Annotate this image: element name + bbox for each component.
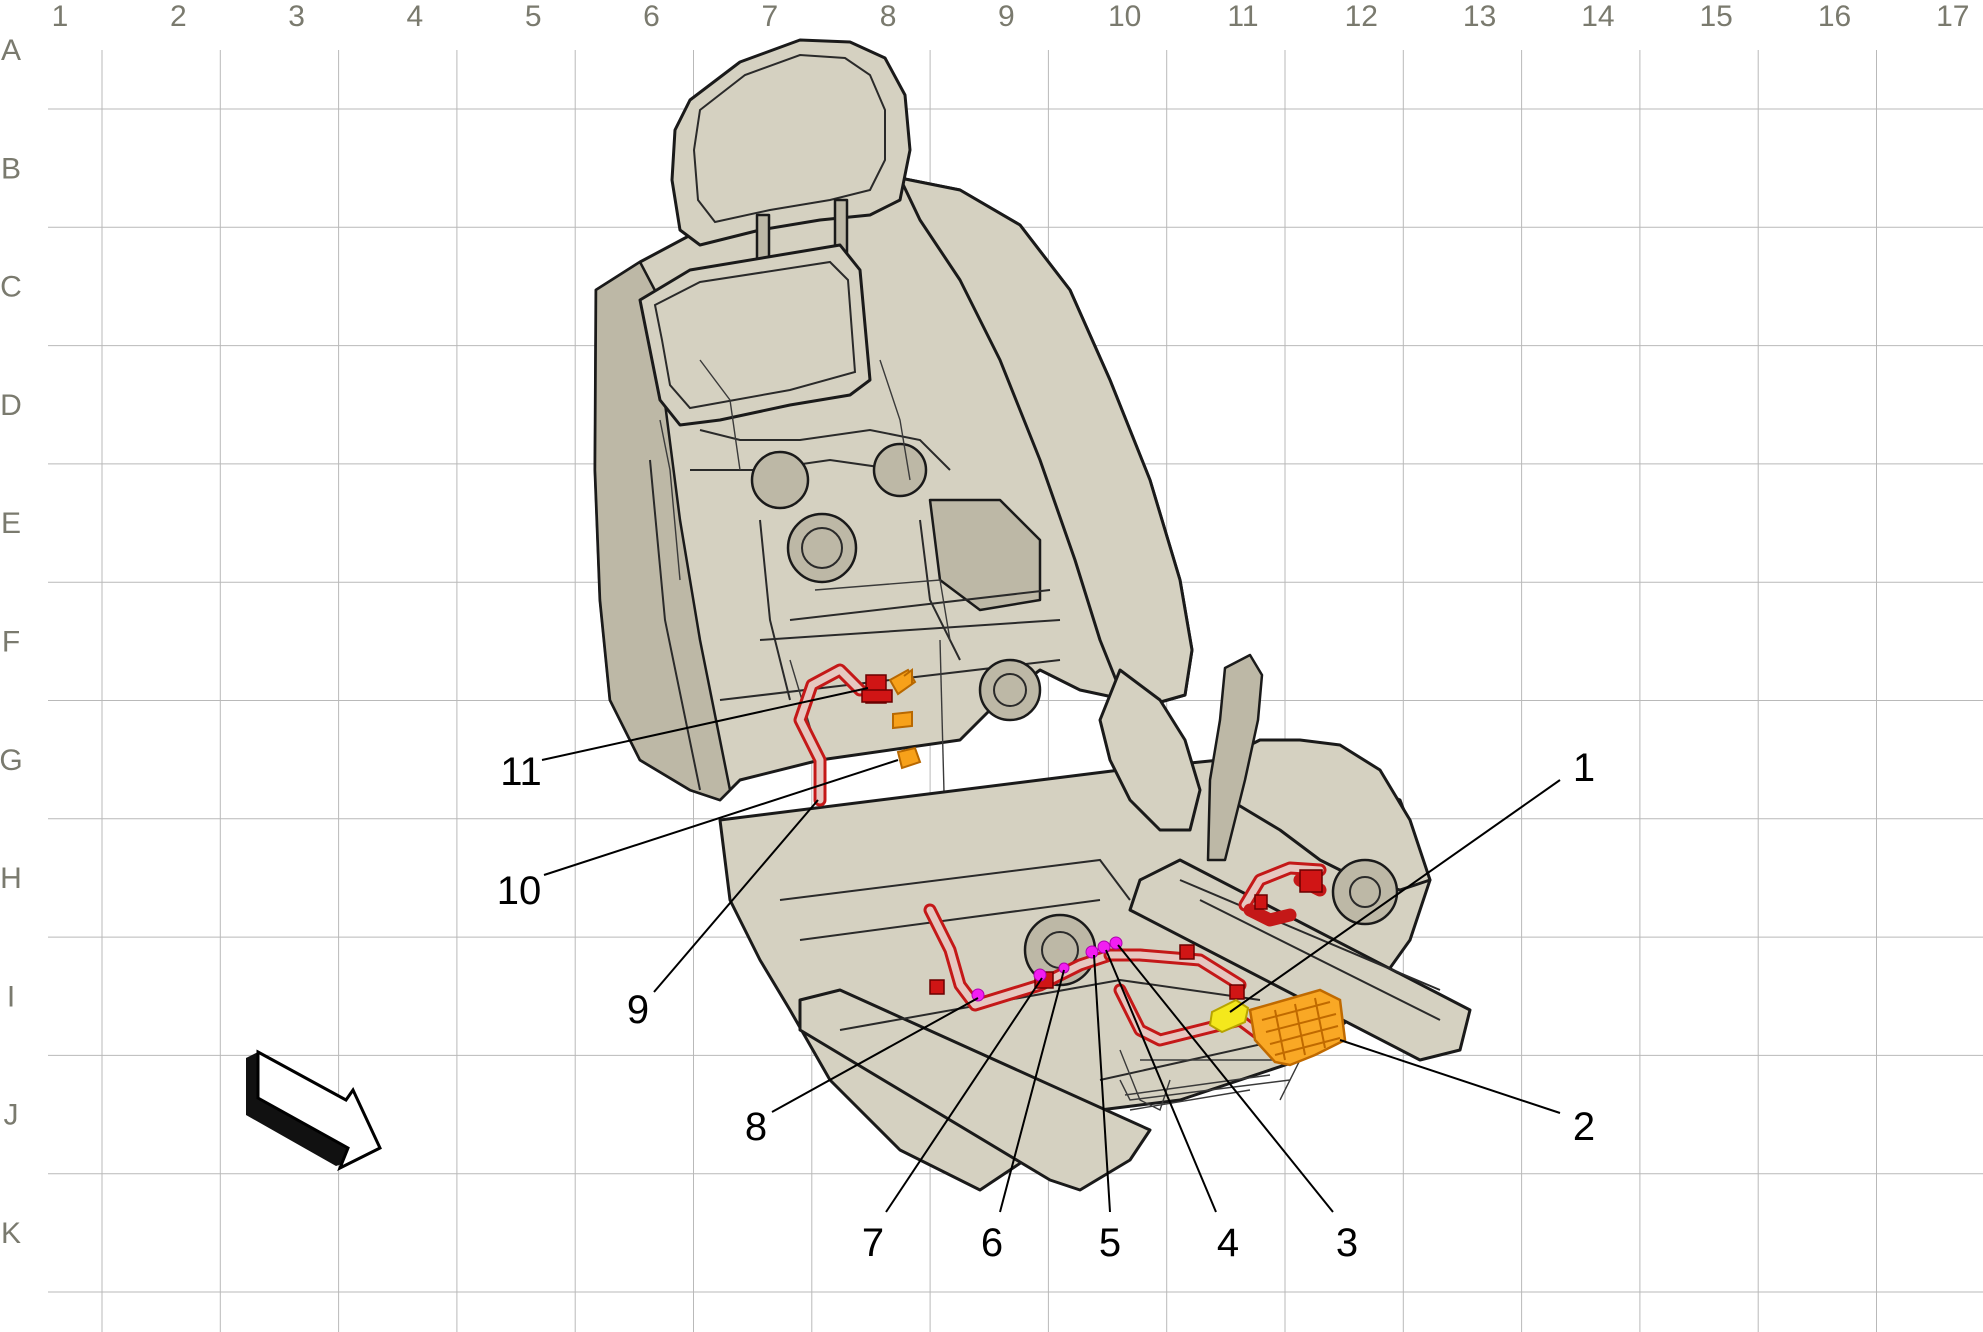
grid-row-label: F: [2, 626, 20, 659]
leader-line-3: [1117, 944, 1334, 1213]
grid-column-label: 8: [880, 0, 897, 33]
callout-6: 6: [981, 1221, 1003, 1265]
callout-labels: 1 2 3 4 5 6 7 8 9 10 11: [497, 746, 1595, 1265]
leader-line-4: [1105, 949, 1217, 1213]
grid-row-label: B: [1, 152, 21, 185]
leader-line-2: [1339, 1039, 1561, 1114]
callout-8: 8: [745, 1105, 767, 1149]
headrest-inner: [692, 53, 886, 224]
front-direction-arrow-icon: [246, 1049, 382, 1172]
leader-line-6: [999, 969, 1065, 1213]
grid-column-label: 9: [998, 0, 1015, 33]
seat-rail-right: [1128, 858, 1472, 1062]
leader-line-9: [653, 799, 819, 993]
callout-11: 11: [500, 750, 542, 794]
callout-5: 5: [1099, 1221, 1121, 1265]
seat-side-lever: [1098, 668, 1202, 832]
grid-column-label: 13: [1463, 0, 1496, 33]
grid-column-label: 11: [1227, 0, 1258, 33]
grid-column-label: 2: [170, 0, 187, 33]
leader-line-10: [543, 759, 899, 876]
grid-column-label: 4: [407, 0, 424, 33]
grid-row-label: K: [1, 1217, 21, 1250]
grid-column-label: 3: [288, 0, 305, 33]
seat-control-module: [1248, 988, 1347, 1067]
seat-back-upper-panel: [638, 243, 872, 427]
grid-row-label: J: [4, 1099, 19, 1132]
callout-4: 4: [1217, 1221, 1239, 1265]
grid-column-label: 6: [643, 0, 660, 33]
grid-column-label: 16: [1818, 0, 1851, 33]
callout-3: 3: [1336, 1221, 1358, 1265]
seat-cushion-front: [1218, 738, 1432, 892]
grid-column-label: 14: [1581, 0, 1614, 33]
grid-column-label: 12: [1345, 0, 1378, 33]
grid-row-label: I: [7, 980, 15, 1013]
orange-connectors: [888, 668, 922, 770]
grid-column-label: 10: [1108, 0, 1141, 33]
seat-rail-left: [798, 988, 1152, 1192]
grid-column-label: 15: [1700, 0, 1733, 33]
callout-7: 7: [862, 1221, 884, 1265]
grid-column-label: 17: [1936, 0, 1969, 33]
headrest: [670, 38, 912, 247]
leader-line-8: [771, 997, 979, 1113]
seat-back-mechanism: [649, 359, 1061, 831]
leader-line-11: [541, 687, 869, 761]
yellow-connector: [1208, 998, 1250, 1034]
grid-column-label: 7: [761, 0, 778, 33]
leader-line-7: [885, 977, 1043, 1213]
callout-2: 2: [1573, 1105, 1595, 1149]
seat-illustration: [593, 38, 1472, 1192]
grid-row-label: D: [0, 389, 22, 422]
callout-9: 9: [627, 988, 649, 1032]
grid-row-label: E: [1, 507, 21, 540]
grid-row-labels: ABCDEFGHIJKL: [0, 34, 23, 1250]
grid-row-label: A: [1, 34, 21, 67]
grid-row-label: C: [0, 271, 22, 304]
seat-back-side-bolster: [898, 176, 1194, 707]
leader-lines: [541, 687, 1561, 1213]
grid-column-label: 1: [52, 0, 69, 33]
leader-line-5: [1093, 954, 1111, 1213]
grid-column-label: 5: [525, 0, 542, 33]
red-connectors: [861, 674, 1323, 1000]
callout-1: 1: [1573, 746, 1595, 790]
seatbelt-buckle: [1206, 653, 1264, 862]
grid-row-label: H: [0, 862, 22, 895]
leader-line-1: [1229, 779, 1561, 1013]
callout-10: 10: [497, 869, 542, 913]
seat-back-upper-panel-inner: [653, 260, 857, 410]
grid-row-label: G: [0, 744, 23, 777]
